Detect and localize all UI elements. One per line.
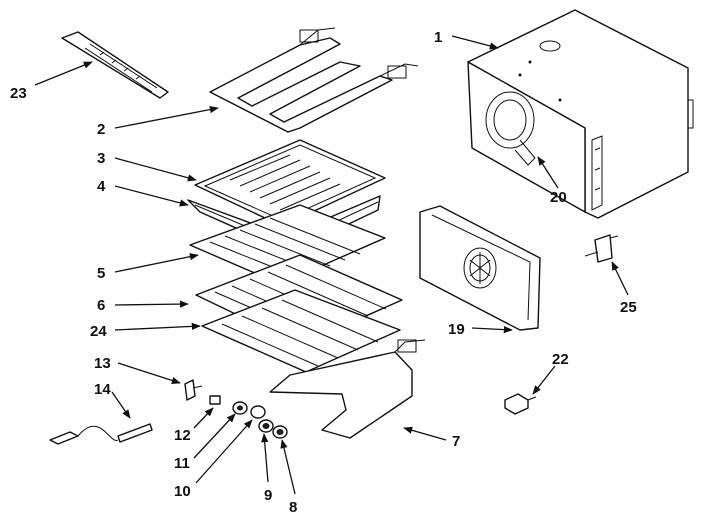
leader-lines [34, 35, 629, 495]
callout-25: 25 [620, 299, 637, 316]
broil-pan-grid-part [194, 139, 386, 227]
callout-7: 7 [452, 433, 460, 450]
bracket-23-part [61, 31, 169, 99]
callout-labels: 1 2 3 4 5 6 7 8 9 10 11 12 13 14 19 20 2… [10, 29, 637, 516]
small-parts-8-12 [209, 395, 288, 439]
oven-rack-24-part [201, 289, 401, 373]
callout-24: 24 [90, 323, 107, 340]
switch-22-part [504, 393, 537, 415]
oven-rack-5-part [189, 204, 386, 285]
callout-3: 3 [97, 150, 105, 167]
callout-9: 9 [264, 487, 272, 504]
convection-fan-panel-part [419, 205, 541, 331]
callout-22: 22 [552, 351, 569, 368]
callout-10: 10 [174, 483, 191, 500]
callout-2: 2 [97, 121, 105, 138]
callout-11: 11 [174, 455, 190, 472]
bracket-13-part [184, 379, 203, 401]
bracket-25-part [584, 234, 619, 263]
bake-element-part [269, 339, 426, 439]
callout-5: 5 [97, 265, 105, 282]
callout-13: 13 [94, 355, 111, 372]
callout-14: 14 [94, 381, 111, 398]
callout-23: 23 [10, 85, 27, 102]
callout-4: 4 [97, 178, 106, 195]
callout-6: 6 [97, 297, 105, 314]
oven-cavity-part [467, 9, 694, 219]
callout-12: 12 [174, 427, 191, 444]
part-10-washer [250, 405, 266, 419]
callout-19: 19 [448, 321, 465, 338]
temperature-sensor-part [49, 423, 153, 445]
callout-20: 20 [550, 189, 567, 206]
callout-8: 8 [289, 499, 297, 516]
callout-1: 1 [434, 29, 442, 46]
broil-element-part [209, 27, 419, 133]
part-12-bushing [209, 395, 221, 405]
